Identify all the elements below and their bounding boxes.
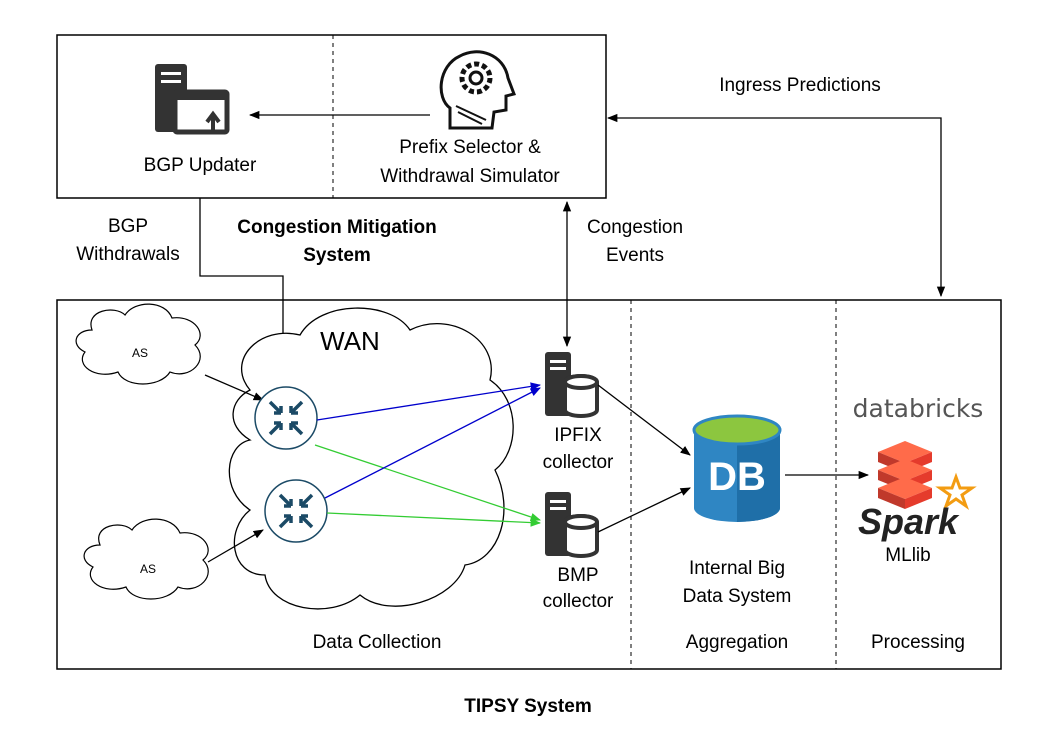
- router-bottom-icon: [264, 479, 328, 543]
- db-label: DB: [708, 455, 766, 499]
- ingress-predictions-label: Ingress Predictions: [719, 75, 881, 96]
- bmp-collector-icon: [545, 492, 599, 558]
- router-bottom-to-bmp-arrow: [326, 512, 542, 527]
- router-top-to-ipfix-arrow: [316, 382, 542, 421]
- bgp-updater-label: BGP Updater: [144, 155, 257, 176]
- bmp-label-line2: collector: [543, 591, 614, 612]
- as-bottom-to-router-arrow: [207, 529, 264, 563]
- congestion-mitigation-label-line1: Congestion Mitigation: [237, 217, 436, 238]
- spark-wordmark: Spark: [858, 501, 960, 542]
- wan-label: WAN: [320, 326, 380, 356]
- databricks-logo: databricks: [853, 394, 984, 423]
- as-top-label: AS: [132, 346, 148, 360]
- bgp-withdrawals-label-line1: BGP: [108, 216, 148, 237]
- ipfix-label-line1: IPFIX: [554, 425, 602, 446]
- congestion-mitigation-label-line2: System: [303, 245, 371, 266]
- ipfix-label-line2: collector: [543, 452, 614, 473]
- prefix-selector-label-line1: Prefix Selector &: [399, 137, 541, 158]
- router-bottom-to-ipfix-arrow: [324, 387, 541, 499]
- as-bottom-label: AS: [140, 562, 156, 576]
- as-cloud-bottom: [83, 518, 209, 600]
- internal-big-data-line2: Data System: [683, 586, 792, 607]
- section-data-collection: Data Collection: [313, 632, 442, 653]
- bmp-label-line1: BMP: [557, 565, 598, 586]
- tipsy-box: [56, 299, 1002, 670]
- mllib-label: MLlib: [885, 545, 930, 566]
- prefix-selector-label-line2: Withdrawal Simulator: [380, 166, 560, 187]
- congestion-mitigation-box: [56, 34, 607, 199]
- section-aggregation: Aggregation: [686, 632, 788, 653]
- router-top-icon: [254, 386, 318, 450]
- internal-big-data-line1: Internal Big: [689, 558, 785, 579]
- congestion-events-label-line2: Events: [606, 245, 664, 266]
- database-icon: [692, 414, 782, 522]
- congestion-events-label-line1: Congestion: [587, 217, 683, 238]
- router-top-to-bmp-arrow: [314, 444, 541, 521]
- bgp-updater-icon: [155, 64, 230, 135]
- spark-logo-icon: [878, 441, 977, 510]
- bgp-withdrawals-label-line2: Withdrawals: [76, 244, 179, 265]
- as-top-to-router-arrow: [204, 374, 264, 401]
- prefix-selector-icon: [439, 50, 516, 130]
- as-cloud-top: [75, 303, 201, 385]
- section-processing: Processing: [871, 632, 965, 653]
- ipfix-collector-icon: [545, 352, 599, 418]
- tipsy-system-caption: TIPSY System: [464, 696, 591, 717]
- ingress-predictions-arrow: [606, 113, 946, 298]
- bmp-to-db-arrow: [597, 487, 691, 533]
- ipfix-to-db-arrow: [597, 384, 691, 456]
